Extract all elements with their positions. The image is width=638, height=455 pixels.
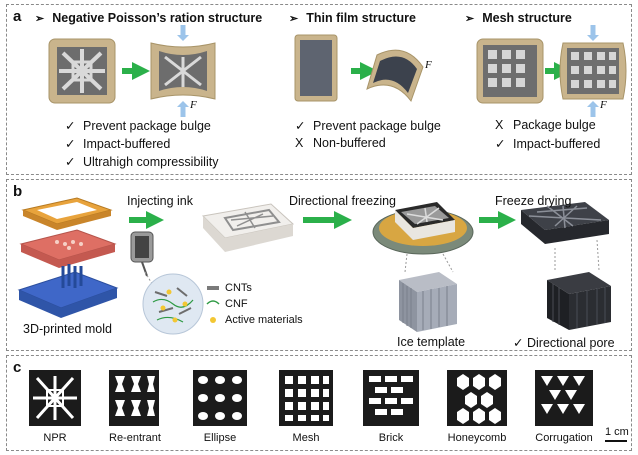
panel-a-label: a bbox=[13, 8, 22, 25]
legend-cnf: CNF bbox=[225, 298, 248, 310]
sample-re-entrant bbox=[109, 370, 159, 426]
filled-mold bbox=[201, 203, 295, 252]
mold-frame-orange bbox=[21, 197, 113, 230]
mold-middle-red bbox=[19, 229, 117, 268]
ice-template-block bbox=[399, 272, 457, 332]
triangle-bullet-icon: ➢ bbox=[289, 13, 299, 25]
label-honeycomb: Honeycomb bbox=[447, 432, 507, 444]
panel-c: c bbox=[6, 355, 632, 451]
label-re-entrant: Re-entrant bbox=[109, 432, 161, 444]
ink-syringe-icon bbox=[130, 231, 154, 277]
sample-npr bbox=[29, 370, 81, 426]
panel-a: a ➢Negative Poisson’s ration structure ➢… bbox=[6, 4, 632, 175]
thin-film-package-flat bbox=[294, 34, 338, 102]
sample-mesh bbox=[279, 370, 333, 426]
ice-template-label: Ice template bbox=[397, 335, 466, 349]
label-mesh: Mesh bbox=[292, 432, 320, 444]
thin-film-package-bent bbox=[366, 49, 424, 103]
panel-c-label: c bbox=[13, 359, 22, 376]
mesh-package-1 bbox=[476, 38, 544, 104]
panel-a-illustrations bbox=[48, 25, 627, 117]
npr-package-compressed bbox=[150, 42, 216, 100]
panel-b-label: b bbox=[13, 183, 23, 200]
cnf-legend-icon bbox=[206, 300, 220, 305]
directional-pore-label: ✓Directional pore bbox=[513, 336, 615, 350]
npr-item-2: ✓Impact-buffered bbox=[65, 137, 171, 151]
mesh-package-2 bbox=[559, 42, 627, 100]
freezing-stage bbox=[372, 202, 474, 255]
npr-item-3: ✓Ultrahigh compressibility bbox=[65, 155, 219, 169]
step-freeze-drying: Freeze drying bbox=[495, 194, 572, 208]
panel-b: b bbox=[6, 179, 632, 351]
step-injecting-ink: Injecting ink bbox=[127, 194, 194, 208]
sample-ellipse bbox=[193, 370, 247, 426]
force-label: F bbox=[425, 59, 432, 71]
mold-base-blue bbox=[17, 264, 119, 318]
mold-label: 3D-printed mold bbox=[23, 322, 112, 336]
sample-brick bbox=[363, 370, 419, 426]
npr-package-uncompressed bbox=[48, 38, 116, 104]
heading-npr: ➢Negative Poisson’s ration structure bbox=[35, 11, 263, 25]
legend-cnts: CNTs bbox=[225, 282, 252, 294]
panel-b-illustrations bbox=[17, 197, 611, 335]
mesh-item-2: ✓Impact-buffered bbox=[495, 137, 601, 151]
sample-honeycomb bbox=[447, 370, 507, 426]
heading-thin-film: ➢Thin film structure bbox=[289, 11, 416, 25]
label-corrugation: Corrugation bbox=[535, 432, 593, 444]
label-brick: Brick bbox=[378, 432, 404, 444]
legend-active-materials: Active materials bbox=[225, 314, 303, 326]
heading-mesh: ➢Mesh structure bbox=[465, 11, 572, 25]
dried-sample bbox=[521, 202, 609, 244]
npr-item-1: ✓Prevent package bulge bbox=[65, 119, 211, 133]
film-item-1: ✓Prevent package bulge bbox=[295, 119, 441, 133]
label-ellipse: Ellipse bbox=[203, 432, 237, 444]
force-label: F bbox=[190, 99, 197, 111]
scale-label: 1 cm bbox=[605, 426, 629, 438]
label-npr: NPR bbox=[43, 432, 67, 444]
force-label: F bbox=[600, 99, 607, 111]
triangle-bullet-icon: ➢ bbox=[465, 13, 475, 25]
sample-corrugation bbox=[535, 370, 593, 426]
step-directional-freezing: Directional freezing bbox=[289, 194, 396, 208]
directional-pore-block bbox=[547, 272, 611, 330]
triangle-bullet-icon: ➢ bbox=[35, 13, 45, 25]
panel-c-samples bbox=[29, 370, 627, 442]
active-material-legend-icon bbox=[210, 317, 216, 323]
